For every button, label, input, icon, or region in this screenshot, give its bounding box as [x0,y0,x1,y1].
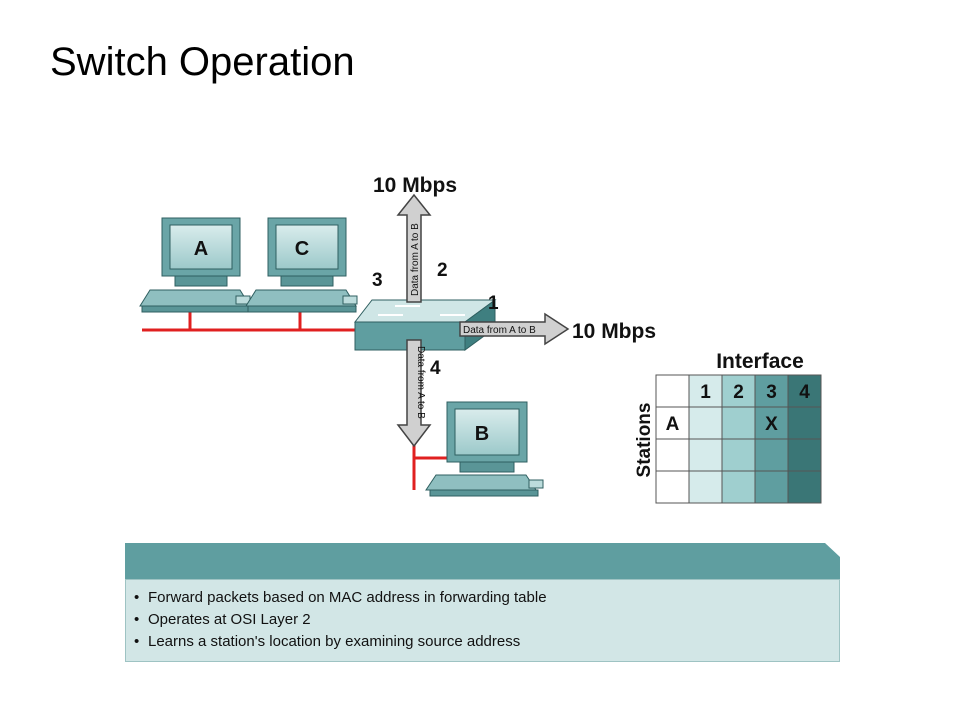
bullet-icon: • [134,633,140,650]
table-cell-value: X [765,414,778,435]
table-corner-cell [655,374,690,408]
notes-header [125,543,840,579]
table-column-label: 1 [700,382,711,403]
stations-axis-label: Stations [634,403,655,478]
table-cell [688,438,723,472]
table-cell [787,406,822,440]
note-text: Operates at OSI Layer 2 [148,611,311,628]
note-item: • Learns a station's location by examinin… [134,631,839,653]
table-station-label: A [666,414,680,435]
computer-a-icon: A [139,217,251,313]
arrow-up-label: Data from A to B [410,223,421,296]
switch-diagram: A C B Data from A to B Data from A [139,174,822,504]
port-1-label: 1 [488,293,499,314]
table-cell [754,438,789,472]
table-cell [721,470,756,504]
interface-table: Interface Stations 1 2 3 4A X [634,350,822,504]
note-item: • Operates at OSI Layer 2 [134,609,839,631]
interface-table-title: Interface [716,350,804,373]
arrow-down-icon: Data from A to B [396,339,432,448]
table-cell [721,438,756,472]
table-station-cell [655,470,690,504]
note-item: • Forward packets based on MAC address in… [134,587,839,609]
note-text: Forward packets based on MAC address in … [148,589,547,606]
table-cell [787,438,822,472]
bandwidth-top-label: 10 Mbps [373,174,457,197]
arrow-up-icon: Data from A to B [396,193,432,303]
table-station-cell [655,438,690,472]
port-2-label: 2 [437,260,448,281]
station-c-label: C [295,238,309,260]
notes-panel: • Forward packets based on MAC address in… [125,543,840,662]
bandwidth-right-label: 10 Mbps [572,320,656,343]
station-b-label: B [475,423,489,445]
notes-body: • Forward packets based on MAC address in… [125,579,840,662]
station-a-label: A [194,238,208,260]
computer-b-icon: B [425,401,544,497]
table-header-cell [787,374,822,408]
port-3-label: 3 [372,270,383,291]
bullet-icon: • [134,589,140,606]
table-cell [787,470,822,504]
network-segment [142,310,448,490]
notes-list: • Forward packets based on MAC address in… [126,580,839,653]
arrow-down-label: Data from A to B [415,346,426,419]
table-column-label: 3 [766,382,777,403]
table-header-cell [688,374,723,408]
table-column-label: 2 [733,382,744,403]
table-cell [754,406,789,440]
note-text: Learns a station's location by examining… [148,633,521,650]
arrow-right-label: Data from A to B [463,325,536,336]
page-title: Switch Operation [50,40,355,84]
arrow-right-icon: Data from A to B [459,312,570,346]
computer-c-icon: C [245,217,358,313]
table-cell [721,406,756,440]
table-cell [754,470,789,504]
table-cell [688,406,723,440]
table-cell [688,470,723,504]
port-4-label: 4 [430,358,441,379]
bullet-icon: • [134,611,140,628]
table-column-label: 4 [799,382,810,403]
